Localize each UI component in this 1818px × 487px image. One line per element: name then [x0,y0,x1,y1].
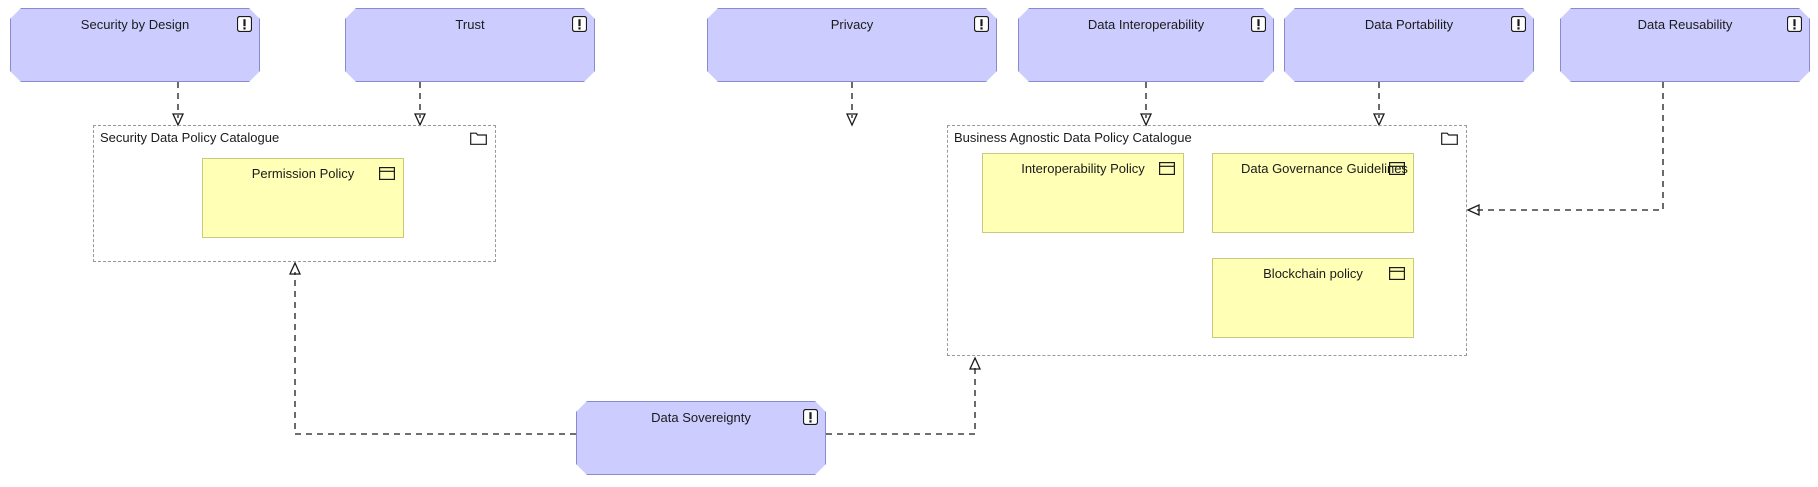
business-object-icon [1389,162,1405,175]
principle-exclamation-icon [237,16,252,32]
principle-label: Data Sovereignty [651,410,751,425]
business-object-blockchain-policy[interactable]: Blockchain policy [1212,258,1414,338]
business-object-icon [1389,267,1405,280]
principle-exclamation-icon [1787,16,1802,32]
principle-exclamation-icon [974,16,989,32]
connector-data-portability-to-business-agnostic-catalogue [1372,82,1386,127]
principle-label: Data Interoperability [1087,17,1205,32]
principle-exclamation-icon [803,409,818,425]
principle-security-by-design[interactable]: Security by Design [10,8,260,82]
business-object-icon [379,167,395,180]
connector-data-sovereignty-to-security-catalogue [288,261,576,435]
business-object-label: Data Governance Guidelines [1241,161,1408,176]
grouping-security-data-policy-catalogue[interactable]: Security Data Policy Catalogue Permissio… [93,125,496,262]
connector-trust-to-security-catalogue [413,82,427,127]
folder-icon [470,132,487,145]
principle-trust[interactable]: Trust [345,8,595,82]
connector-security-by-design-to-security-catalogue [171,82,185,127]
principle-label: Security by Design [80,17,190,32]
principle-exclamation-icon [572,16,587,32]
connector-data-reusability-to-business-agnostic-catalogue [1466,82,1664,217]
grouping-label: Security Data Policy Catalogue [100,130,280,145]
principle-label: Privacy [830,17,874,32]
business-object-permission-policy[interactable]: Permission Policy [202,158,404,238]
connector-privacy-to-business-agnostic-catalogue [845,82,859,127]
principle-label: Data Portability [1364,17,1454,32]
principle-exclamation-icon [1251,16,1266,32]
principle-privacy[interactable]: Privacy [707,8,997,82]
principle-label: Data Reusability [1637,17,1733,32]
grouping-business-agnostic-data-policy-catalogue[interactable]: Business Agnostic Data Policy Catalogue … [947,125,1467,356]
principle-data-portability[interactable]: Data Portability [1284,8,1534,82]
business-object-label: Blockchain policy [1263,266,1363,281]
connector-data-interoperability-to-business-agnostic-catalogue [1139,82,1153,127]
business-object-data-governance-guidelines[interactable]: Data Governance Guidelines [1212,153,1414,233]
business-object-label: Permission Policy [251,166,355,181]
business-object-label: Interoperability Policy [1021,161,1145,176]
principle-data-reusability[interactable]: Data Reusability [1560,8,1810,82]
principle-data-sovereignty[interactable]: Data Sovereignty [576,401,826,475]
grouping-label: Business Agnostic Data Policy Catalogue [954,130,1192,145]
business-object-icon [1159,162,1175,175]
business-object-interoperability-policy[interactable]: Interoperability Policy [982,153,1184,233]
principle-exclamation-icon [1511,16,1526,32]
folder-icon [1441,132,1458,145]
principle-data-interoperability[interactable]: Data Interoperability [1018,8,1274,82]
connector-data-sovereignty-to-business-agnostic-catalogue [826,356,982,435]
principle-label: Trust [455,17,485,32]
